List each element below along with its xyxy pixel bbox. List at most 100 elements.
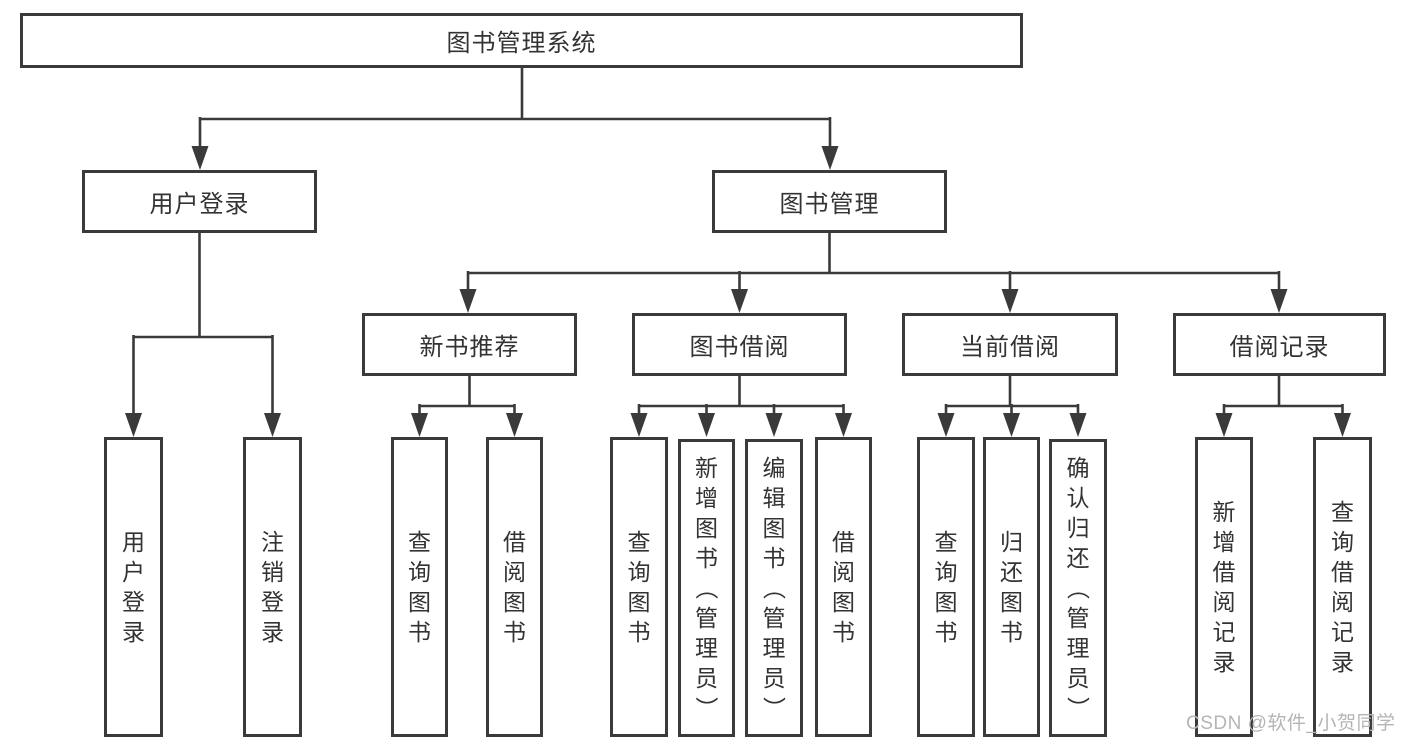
- connector-current-borrow: [944, 376, 1080, 418]
- vertical-char: 记: [1212, 619, 1236, 645]
- leaf-query-books-borrow: 查询图书: [610, 437, 668, 737]
- vertical-char: 查: [408, 529, 431, 555]
- vertical-char: 书: [627, 619, 651, 645]
- vertical-char: 新: [695, 455, 718, 481]
- arrowhead: [1001, 289, 1019, 313]
- vertical-char: 询: [1331, 529, 1354, 555]
- vertical-char: 查: [934, 529, 958, 555]
- vertical-char: 图: [408, 589, 431, 615]
- leaf-query-books-current: 查询图书: [917, 437, 975, 737]
- vertical-char: 登: [261, 589, 284, 615]
- vertical-char: ）: [693, 696, 720, 720]
- vertical-char: 图: [1000, 589, 1023, 615]
- vertical-char: 询: [408, 559, 431, 585]
- leaf-add-book-admin: 新增图书（管理员）: [678, 439, 735, 737]
- arrowhead: [937, 413, 955, 437]
- arrowhead: [1270, 289, 1288, 313]
- vertical-char: 还: [1000, 559, 1023, 585]
- connector-root: [198, 65, 832, 150]
- vertical-char: 管: [762, 605, 786, 631]
- vertical-char: 录: [261, 619, 284, 645]
- leaf-edit-book-admin: 编辑图书（管理员）: [745, 439, 803, 737]
- vertical-char: 记: [1331, 619, 1354, 645]
- arrowhead: [821, 146, 839, 170]
- vertical-char: 书: [832, 619, 855, 645]
- vertical-char: 新: [1212, 499, 1236, 525]
- leaf-add-borrow-record: 新增借阅记录: [1195, 437, 1253, 737]
- arrowhead: [1069, 413, 1087, 437]
- vertical-char: 理: [1066, 635, 1090, 661]
- leaf-confirm-return-admin: 确认归还（管理员）: [1049, 439, 1107, 737]
- vertical-char: 登: [122, 589, 145, 615]
- vertical-char: 书: [503, 619, 526, 645]
- vertical-char: 阅: [503, 559, 526, 585]
- vertical-char: （: [693, 576, 720, 600]
- vertical-char: 询: [934, 559, 958, 585]
- vertical-char: 用: [122, 529, 145, 555]
- leaf-query-borrow-record: 查询借阅记录: [1313, 437, 1372, 737]
- arrowhead: [1003, 413, 1020, 437]
- vertical-char: 户: [122, 559, 145, 585]
- vertical-char: 确: [1066, 455, 1090, 481]
- vertical-char: 录: [1331, 649, 1354, 675]
- connector-book-management: [466, 233, 1281, 294]
- connector-new-book: [418, 376, 516, 418]
- vertical-char: 理: [762, 635, 786, 661]
- vertical-char: 阅: [832, 559, 855, 585]
- node-root: 图书管理系统: [20, 13, 1023, 68]
- arrowhead: [264, 413, 281, 437]
- csdn-watermark: CSDN @软件_小贺同学: [1186, 713, 1396, 734]
- vertical-char: 增: [695, 485, 718, 511]
- arrowhead: [1334, 413, 1351, 437]
- vertical-char: 管: [695, 605, 718, 631]
- vertical-char: 借: [503, 529, 526, 555]
- arrowhead: [506, 413, 523, 437]
- vertical-char: ）: [1065, 696, 1091, 720]
- connector-borrow-records: [1222, 376, 1344, 418]
- vertical-char: 图: [934, 589, 958, 615]
- vertical-char: 书: [934, 619, 958, 645]
- vertical-char: 借: [1212, 559, 1236, 585]
- vertical-char: 归: [1066, 515, 1090, 541]
- vertical-char: 销: [261, 559, 284, 585]
- vertical-char: 员: [762, 665, 786, 691]
- arrowhead: [1215, 413, 1233, 437]
- vertical-char: 图: [503, 589, 526, 615]
- arrowhead: [765, 413, 783, 437]
- vertical-char: 管: [1066, 605, 1090, 631]
- vertical-char: 录: [1212, 649, 1236, 675]
- vertical-char: 员: [695, 665, 718, 691]
- vertical-char: 图: [695, 515, 718, 541]
- vertical-char: 借: [832, 529, 855, 555]
- leaf-borrow-books-newbooks: 借阅图书: [486, 437, 543, 737]
- leaf-logout: 注销登录: [243, 437, 302, 737]
- vertical-char: 辑: [762, 485, 786, 511]
- vertical-char: 还: [1066, 545, 1090, 571]
- vertical-char: 图: [627, 589, 651, 615]
- arrowhead: [698, 413, 715, 437]
- vertical-char: 增: [1212, 529, 1236, 555]
- vertical-char: 阅: [1331, 589, 1354, 615]
- vertical-char: 书: [1000, 619, 1023, 645]
- arrowhead: [835, 413, 852, 437]
- node-book-management: 图书管理: [712, 170, 947, 233]
- node-current-borrow: 当前借阅: [902, 313, 1118, 376]
- vertical-char: 图: [832, 589, 855, 615]
- vertical-char: 员: [1066, 665, 1090, 691]
- arrowhead: [191, 146, 209, 170]
- arrowhead: [125, 413, 142, 437]
- vertical-char: 注: [261, 529, 284, 555]
- vertical-char: 书: [695, 545, 718, 571]
- node-user-login: 用户登录: [82, 170, 317, 233]
- vertical-char: 书: [762, 545, 786, 571]
- leaf-user-login: 用户登录: [104, 437, 163, 737]
- leaf-borrow-books-borrow: 借阅图书: [815, 437, 872, 737]
- vertical-char: 阅: [1212, 589, 1236, 615]
- vertical-char: ）: [761, 696, 787, 720]
- arrowhead: [411, 413, 428, 437]
- vertical-char: 查: [627, 529, 651, 555]
- connector-user-login: [132, 233, 274, 418]
- vertical-char: 书: [408, 619, 431, 645]
